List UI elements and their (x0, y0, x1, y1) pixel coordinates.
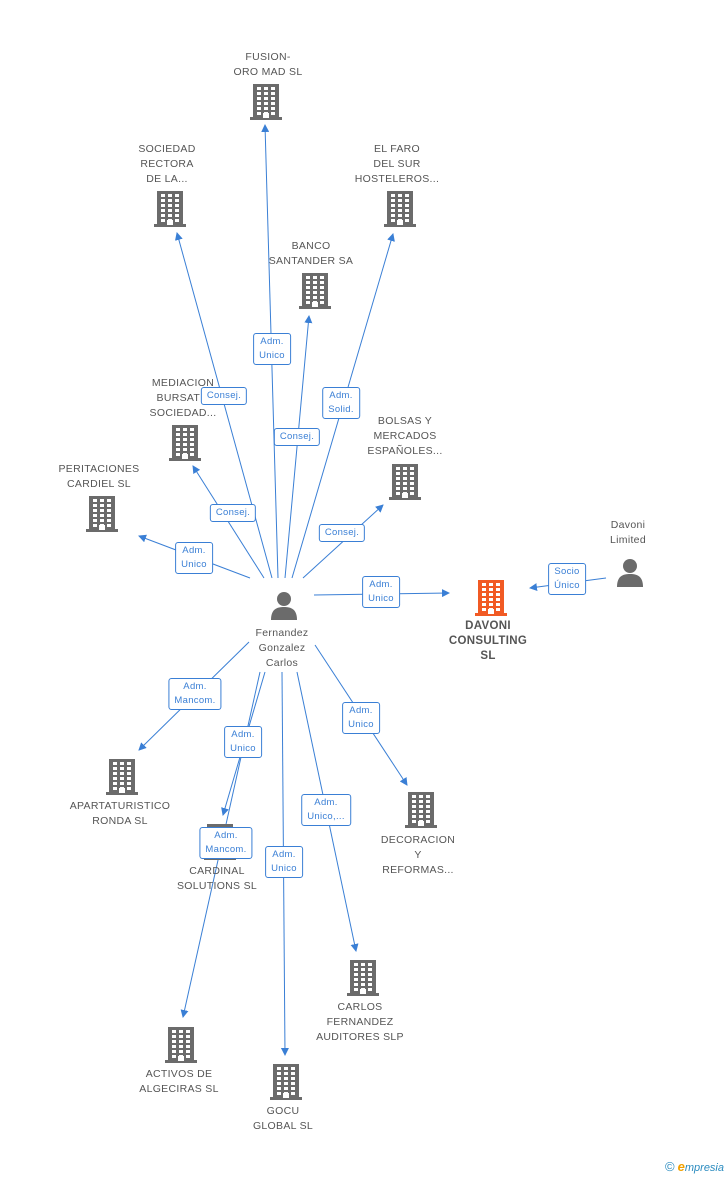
building-icon[interactable] (347, 960, 379, 1001)
building-icon[interactable] (250, 84, 282, 125)
node-label[interactable]: BANCO SANTANDER SA (268, 240, 354, 267)
role-badge: Consej. (200, 387, 248, 405)
empresia-footer[interactable]: ©empresia (665, 1159, 724, 1174)
node-label[interactable]: CARLOS FERNANDEZ AUDITORES SLP (316, 1001, 404, 1043)
node-label[interactable]: APARTATURISTICO RONDA SL (69, 800, 171, 827)
role-badge: Adm. Unico,... (301, 794, 351, 826)
role-badge: Consej. (209, 504, 257, 522)
node-label[interactable]: FUSION- ORO MAD SL (233, 51, 303, 78)
building-icon[interactable] (389, 464, 421, 505)
empresia-logo-initial: e (677, 1159, 685, 1174)
building-icon[interactable] (475, 580, 507, 621)
role-badge: Adm. Unico (342, 702, 380, 734)
node-label[interactable]: Davoni Limited (610, 519, 646, 546)
building-icon[interactable] (299, 273, 331, 314)
node-label[interactable]: PERITACIONES CARDIEL SL (58, 463, 140, 490)
role-badge: Adm. Unico (253, 333, 291, 365)
role-badge: Adm. Unico (362, 576, 400, 608)
node-label[interactable]: DAVONI CONSULTING SL (448, 620, 528, 662)
empresia-logo-text: mpresia (684, 1162, 724, 1174)
node-label[interactable]: BOLSAS Y MERCADOS ESPAÑOLES... (367, 415, 443, 457)
relationship-edge (192, 465, 265, 579)
building-icon[interactable] (405, 792, 437, 833)
building-icon[interactable] (165, 1027, 197, 1068)
building-icon[interactable] (270, 1064, 302, 1105)
role-badge: Adm. Solid. (322, 387, 360, 419)
role-badge: Adm. Unico (175, 542, 213, 574)
node-label[interactable]: ACTIVOS DE ALGECIRAS SL (139, 1068, 219, 1095)
copyright-symbol: © (665, 1159, 675, 1174)
person-icon[interactable] (269, 590, 299, 625)
person-icon[interactable] (615, 557, 645, 592)
role-badge: Adm. Unico (224, 726, 262, 758)
node-label[interactable]: CARDINAL SOLUTIONS SL (176, 865, 258, 892)
role-badge: Consej. (273, 428, 321, 446)
role-badge: Adm. Mancom. (199, 827, 253, 859)
relationship-edge (175, 232, 273, 579)
node-label[interactable]: EL FARO DEL SUR HOSTELEROS... (354, 143, 440, 185)
building-icon[interactable] (169, 425, 201, 466)
role-badge: Consej. (318, 524, 366, 542)
relationship-edge (284, 315, 313, 579)
role-badge: Adm. Unico (265, 846, 303, 878)
node-label[interactable]: DECORACION Y REFORMAS... (380, 834, 456, 876)
building-icon[interactable] (384, 191, 416, 232)
node-label[interactable]: GOCU GLOBAL SL (252, 1105, 314, 1132)
node-label[interactable]: SOCIEDAD RECTORA DE LA... (138, 143, 196, 185)
building-icon[interactable] (154, 191, 186, 232)
role-badge: Adm. Mancom. (168, 678, 222, 710)
node-label[interactable]: MEDIACION BURSATIL SOCIEDAD... (149, 377, 217, 419)
node-label[interactable]: Fernandez Gonzalez Carlos (255, 627, 309, 669)
building-icon[interactable] (106, 759, 138, 800)
building-icon[interactable] (86, 496, 118, 537)
role-badge: Socio Único (548, 563, 586, 595)
